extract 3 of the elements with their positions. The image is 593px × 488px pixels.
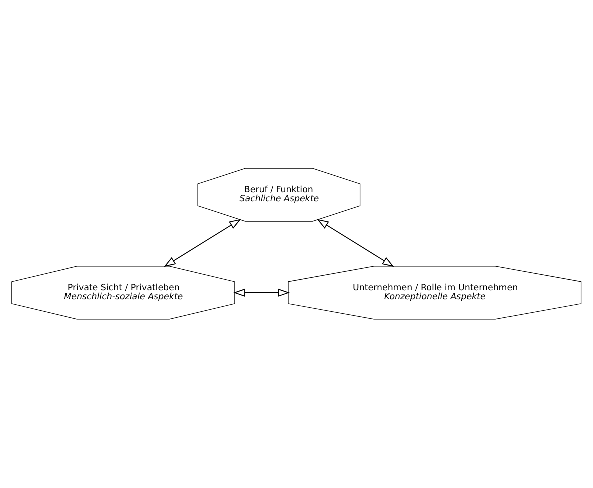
arrow [164, 219, 242, 268]
arrow [234, 288, 290, 298]
arrow [317, 219, 394, 268]
